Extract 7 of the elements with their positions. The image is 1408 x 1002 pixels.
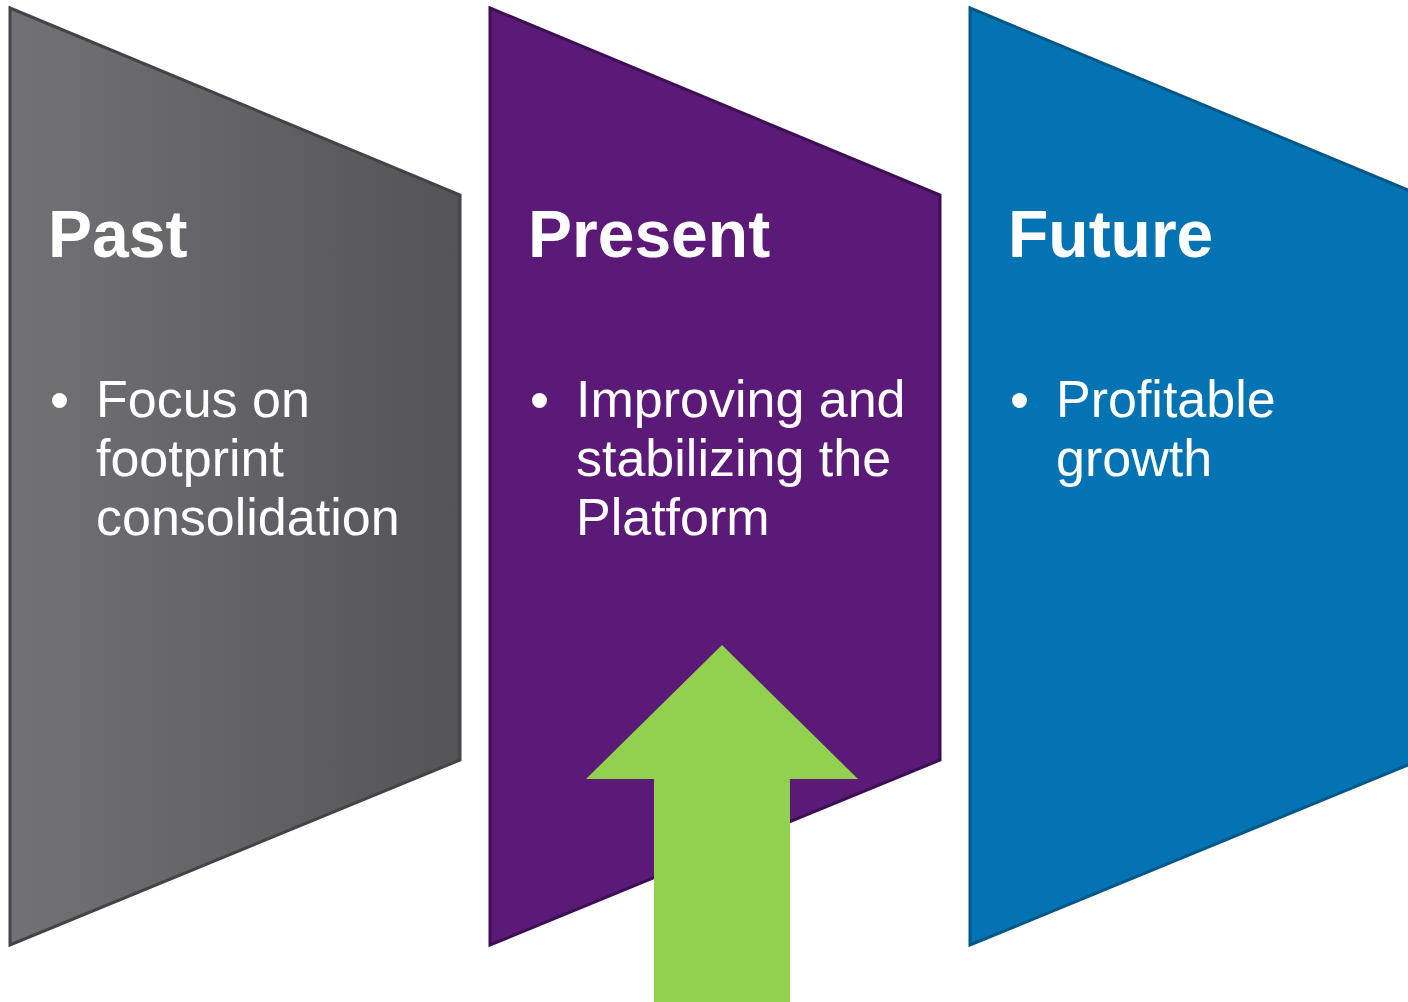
block-arrow [586, 645, 858, 1002]
bullet-text: Profitable growth [1056, 370, 1277, 488]
bullet-text: Improving and stabilizing the Platform [576, 370, 907, 547]
panel-heading: Past [48, 196, 188, 273]
panel-heading: Present [528, 196, 771, 273]
panel-heading: Future [1008, 196, 1214, 273]
bullet-text: Focus on footprint consolidation [96, 370, 401, 547]
